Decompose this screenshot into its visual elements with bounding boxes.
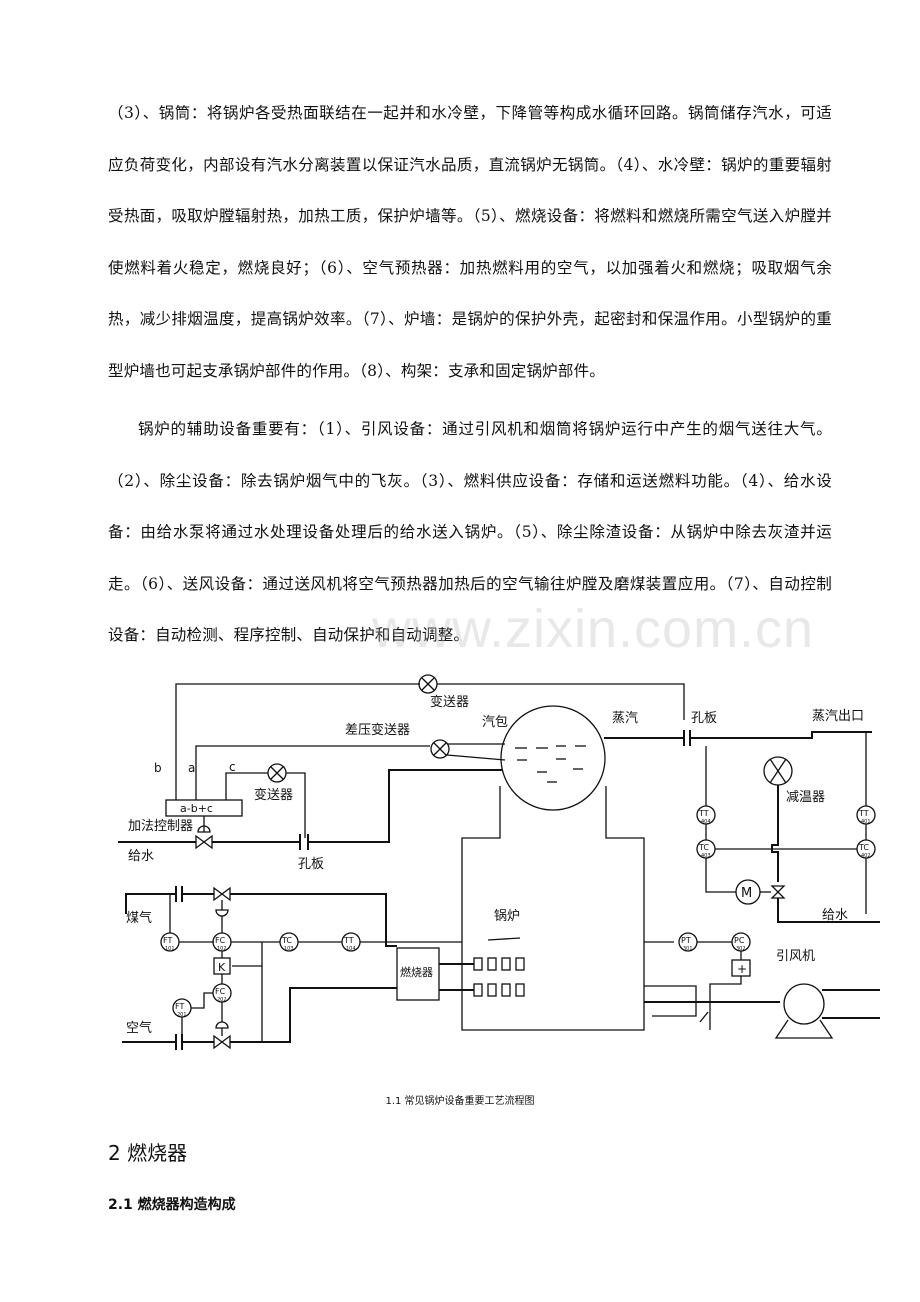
burner-label: 燃烧器 <box>400 965 433 979</box>
diff-pressure-transmitter-symbol <box>430 739 450 759</box>
signal-line-c <box>225 772 268 800</box>
svg-text:PT: PT <box>681 936 691 945</box>
subsection-heading: 2.1 燃烧器构造构成 <box>108 1197 236 1213</box>
pt-301-instrument: PT 301 <box>678 932 698 952</box>
section-heading: 2 燃烧器 <box>108 1141 188 1165</box>
orifice-top-label: 孔板 <box>691 711 717 726</box>
induced-fan <box>783 983 825 1025</box>
ft-201-instrument: FT 201 <box>172 998 192 1018</box>
svg-text:403: 403 <box>701 853 711 859</box>
boiler-body <box>461 786 645 1031</box>
air-valve <box>213 1034 231 1050</box>
motor-actuator: M <box>735 879 761 905</box>
steam-drum <box>500 705 606 811</box>
tc-403-instrument: TC 403 <box>696 839 716 859</box>
tt-401-instrument: TT 401 <box>856 805 876 825</box>
tt-104-instrument: TT 104 <box>341 932 361 952</box>
svg-text:PC: PC <box>734 936 745 945</box>
label-c: c <box>229 760 236 774</box>
air-label: 空气 <box>126 1020 152 1036</box>
tc-402-instrument: TC 402 <box>856 839 876 859</box>
steam-label: 蒸汽 <box>612 711 638 726</box>
svg-text:402: 402 <box>861 853 871 859</box>
svg-text:FT: FT <box>175 1002 184 1011</box>
svg-text:M: M <box>741 886 752 901</box>
svg-text:TT: TT <box>343 936 354 945</box>
fc-202-instrument: FC 202 <box>212 983 232 1003</box>
svg-text:TT: TT <box>698 809 709 818</box>
signal-line-a <box>195 745 430 800</box>
svg-text:+: + <box>737 962 747 976</box>
svg-text:104: 104 <box>346 946 356 952</box>
transmitter-mid-label: 变送器 <box>254 787 293 803</box>
desuperheater-valve <box>770 885 786 899</box>
svg-text:404: 404 <box>701 819 711 825</box>
paragraph-auxiliary-equipment: 锅炉的辅助设备重要有：（1）、引风设备：通过引风机和烟筒将锅炉运行中产生的烟气送… <box>108 420 832 644</box>
paragraph-drum-and-components: （3）、锅筒：将锅炉各受热面联结在一起并和水冷壁，下降管等构成水循环回路。锅筒储… <box>108 104 832 380</box>
svg-text:102: 102 <box>217 946 227 952</box>
svg-text:302: 302 <box>736 946 746 952</box>
svg-text:TC: TC <box>858 843 869 852</box>
gas-valve <box>213 886 231 902</box>
svg-text:TT: TT <box>858 809 869 818</box>
adder-formula: a-b+c <box>180 802 213 815</box>
svg-text:TC: TC <box>698 843 709 852</box>
svg-text:FC: FC <box>215 987 226 996</box>
svg-text:301: 301 <box>683 946 693 952</box>
label-a: a <box>188 761 195 775</box>
svg-text:401: 401 <box>861 819 871 825</box>
svg-text:FC: FC <box>215 936 226 945</box>
transmitter-top-label: 变送器 <box>430 694 469 710</box>
boiler-label: 锅炉 <box>494 908 520 924</box>
svg-text:TC: TC <box>281 936 292 945</box>
tt-404-instrument: TT 404 <box>696 805 716 825</box>
diff-pressure-label: 差压变送器 <box>345 722 410 738</box>
svg-text:FT: FT <box>163 936 172 945</box>
feedwater-valve <box>195 834 213 850</box>
adder-controller-label: 加法控制器 <box>128 819 193 834</box>
gas-label: 煤气 <box>126 910 152 926</box>
label-b: b <box>154 761 162 775</box>
svg-text:202: 202 <box>217 997 227 1003</box>
tc-103-instrument: TC 103 <box>279 932 299 952</box>
boiler-process-flow-diagram: 变送器 差压变送器 汽包 变送器 b a c a-b+c 加法控制器 给水 孔板… <box>118 674 880 1050</box>
feedwater-left-label: 给水 <box>128 849 154 864</box>
pc-302-instrument: PC 302 <box>731 932 751 952</box>
svg-text:101: 101 <box>165 946 175 952</box>
watermark: www.zixin.com.cn <box>372 599 815 659</box>
burner-box <box>396 947 440 1001</box>
figure-caption: 1.1 常见锅炉设备重要工艺流程图 <box>385 1096 535 1107</box>
ft-101-instrument: FT 101 <box>160 932 180 952</box>
desuperheater-label: 减温器 <box>786 790 825 805</box>
svg-text:K: K <box>218 961 226 974</box>
steam-outlet-label: 蒸汽出口 <box>812 709 864 724</box>
signal-line-b <box>175 683 420 800</box>
svg-text:201: 201 <box>177 1012 187 1018</box>
drum-label: 汽包 <box>482 715 508 730</box>
feedwater-right-label: 给水 <box>822 908 848 923</box>
orifice-bottom-label: 孔板 <box>298 857 324 872</box>
induced-fan-label: 引风机 <box>776 949 815 964</box>
fc-102-instrument: FC 102 <box>212 932 232 952</box>
svg-text:103: 103 <box>284 946 294 952</box>
